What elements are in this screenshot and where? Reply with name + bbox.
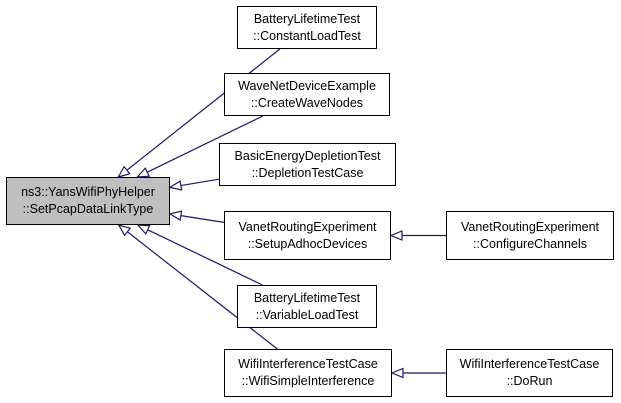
node-line: ::CreateWaveNodes [250,95,364,110]
node-battery-lifetime-test-variable-load-test[interactable]: BatteryLifetimeTest ::VariableLoadTest [237,285,377,328]
edge-vanet-setup-to-focus [180,215,225,223]
node-line: ::DepletionTestCase [251,165,364,180]
node-basic-energy-depletion-test-depletion-test-case[interactable]: BasicEnergyDepletionTest ::DepletionTest… [219,143,396,186]
node-line: ::ConstantLoadTest [253,28,361,43]
arrowhead-wifi-simple-to-focus [117,224,132,237]
arrowhead-battery-constant-to-focus [117,165,131,178]
node-line: ::WifiSimpleInterference [241,374,375,388]
node-line: ::DoRun [506,374,553,388]
edge-wifi-simple-to-focus [126,231,278,350]
edge-energy-depletion-to-focus [180,178,220,187]
node-line: BasicEnergyDepletionTest [234,148,381,163]
edge-wave-create-to-focus [146,115,264,173]
node-line: WaveNetDeviceExample [238,78,376,93]
node-line: VanetRoutingExperiment [460,219,600,234]
arrowhead-wave-create-to-focus [135,167,151,178]
arrowhead-wifi-dorun-to-wifi-simple [390,367,404,379]
node-line: ::SetPcapDataLinkType [22,202,154,216]
node-yans-wifi-phy-helper-set-pcap-data-link-type[interactable]: ns3::YansWifiPhyHelper ::SetPcapDataLink… [6,177,170,225]
node-battery-lifetime-test-constant-load-test[interactable]: BatteryLifetimeTest ::ConstantLoadTest [237,6,377,49]
node-line: ::VariableLoadTest [255,307,359,322]
arrowhead-energy-depletion-to-focus [168,180,183,191]
node-line: WifiInterferenceTestCase [238,357,378,371]
node-wave-net-device-example-create-wave-nodes[interactable]: WaveNetDeviceExample ::CreateWaveNodes [224,73,390,116]
arrowhead-vanet-setup-to-focus [168,210,183,222]
arrowhead-battery-variable-to-focus [136,224,151,235]
edge-battery-variable-to-focus [147,229,263,286]
node-line: ::SetupAdhocDevices [247,236,368,251]
node-line: BatteryLifetimeTest [253,11,361,26]
node-line: WifiInterferenceTestCase [459,357,600,371]
node-vanet-routing-experiment-configure-channels[interactable]: VanetRoutingExperiment ::ConfigureChanne… [446,211,614,260]
node-wifi-interference-test-case-do-run[interactable]: WifiInterferenceTestCase ::DoRun [446,349,613,397]
node-vanet-routing-experiment-setup-adhoc-devices[interactable]: VanetRoutingExperiment ::SetupAdhocDevic… [224,211,391,260]
edge-battery-constant-to-focus [126,48,281,171]
node-line: BatteryLifetimeTest [253,290,361,305]
node-line: ns3::YansWifiPhyHelper [21,185,155,199]
node-line: ::ConfigureChannels [473,236,587,251]
arrowhead-vanet-configure-to-vanet-setup [389,230,403,241]
node-line: VanetRoutingExperiment [238,219,377,234]
node-wifi-interference-test-case-wifi-simple-interference[interactable]: WifiInterferenceTestCase ::WifiSimpleInt… [224,349,392,397]
